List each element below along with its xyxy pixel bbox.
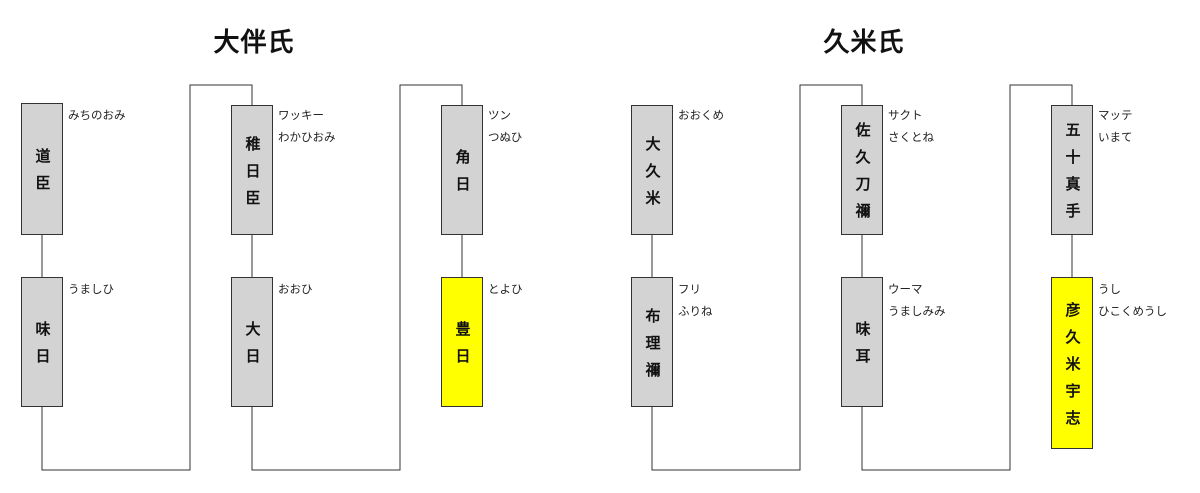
reading-otomo-3: ワッキー わかひおみ bbox=[278, 104, 336, 148]
hiragana-reading: わかひおみ bbox=[278, 130, 336, 144]
hiragana-reading: おおひ bbox=[278, 282, 313, 296]
connector-line bbox=[251, 84, 463, 471]
node-name: 彦久米宇志 bbox=[1063, 301, 1082, 437]
katakana-reading: ウーマ bbox=[888, 282, 923, 296]
node-name: 味日 bbox=[33, 321, 52, 375]
reading-kume-6: うし ひこくめうし bbox=[1098, 278, 1167, 322]
hiragana-reading: ひこくめうし bbox=[1098, 304, 1167, 318]
node-otomo-6: 豊日 bbox=[441, 277, 483, 407]
clan-title-otomo: 大伴氏 bbox=[213, 28, 295, 58]
reading-kume-3: サクト さくとね bbox=[888, 104, 934, 148]
node-name: 大日 bbox=[243, 321, 262, 375]
node-name: 稚日臣 bbox=[243, 135, 262, 217]
node-kume-4: 味耳 bbox=[841, 277, 883, 407]
hiragana-reading: おおくめ bbox=[678, 108, 724, 122]
node-name: 布理禰 bbox=[643, 307, 662, 389]
reading-otomo-2: うましひ bbox=[68, 278, 114, 300]
node-kume-2: 布理禰 bbox=[631, 277, 673, 407]
node-kume-1: 大久米 bbox=[631, 105, 673, 235]
hiragana-reading: うましみみ bbox=[888, 304, 946, 318]
node-otomo-5: 角日 bbox=[441, 105, 483, 235]
node-name: 佐久刀禰 bbox=[853, 122, 872, 230]
reading-otomo-1: みちのおみ bbox=[68, 104, 126, 126]
katakana-reading: うし bbox=[1098, 282, 1121, 296]
reading-kume-5: マッテ いまて bbox=[1098, 104, 1133, 148]
node-kume-3: 佐久刀禰 bbox=[841, 105, 883, 235]
node-kume-6: 彦久米宇志 bbox=[1051, 277, 1093, 449]
reading-kume-2: フリ ふりね bbox=[678, 278, 713, 322]
reading-otomo-4: おおひ bbox=[278, 278, 313, 300]
katakana-reading: フリ bbox=[678, 282, 701, 296]
connector-line bbox=[41, 84, 253, 471]
node-name: 五十真手 bbox=[1063, 122, 1082, 230]
reading-otomo-5: ツン つぬひ bbox=[488, 104, 522, 148]
hiragana-reading: いまて bbox=[1098, 130, 1133, 144]
hiragana-reading: うましひ bbox=[68, 282, 114, 296]
katakana-reading: サクト bbox=[888, 108, 923, 122]
clan-title-kume: 久米氏 bbox=[823, 28, 905, 58]
hiragana-reading: さくとね bbox=[888, 130, 934, 144]
hiragana-reading: とよひ bbox=[488, 282, 523, 296]
connector-line bbox=[861, 84, 1073, 471]
katakana-reading: ワッキー bbox=[278, 108, 324, 122]
katakana-reading: ツン bbox=[488, 108, 511, 122]
katakana-reading: マッテ bbox=[1098, 108, 1133, 122]
node-name: 大久米 bbox=[643, 135, 662, 217]
reading-otomo-6: とよひ bbox=[488, 278, 523, 300]
node-name: 味耳 bbox=[853, 321, 872, 375]
node-name: 道臣 bbox=[33, 148, 52, 202]
node-otomo-2: 味日 bbox=[21, 277, 63, 407]
reading-kume-4: ウーマ うましみみ bbox=[888, 278, 946, 322]
node-name: 豊日 bbox=[453, 321, 472, 375]
node-name: 角日 bbox=[453, 149, 472, 203]
node-otomo-3: 稚日臣 bbox=[231, 105, 273, 235]
hiragana-reading: みちのおみ bbox=[68, 108, 126, 122]
node-otomo-4: 大日 bbox=[231, 277, 273, 407]
node-otomo-1: 道臣 bbox=[21, 103, 63, 235]
node-kume-5: 五十真手 bbox=[1051, 105, 1093, 235]
reading-kume-1: おおくめ bbox=[678, 104, 724, 126]
hiragana-reading: つぬひ bbox=[488, 130, 523, 144]
hiragana-reading: ふりね bbox=[678, 304, 713, 318]
connector-line bbox=[651, 84, 863, 471]
